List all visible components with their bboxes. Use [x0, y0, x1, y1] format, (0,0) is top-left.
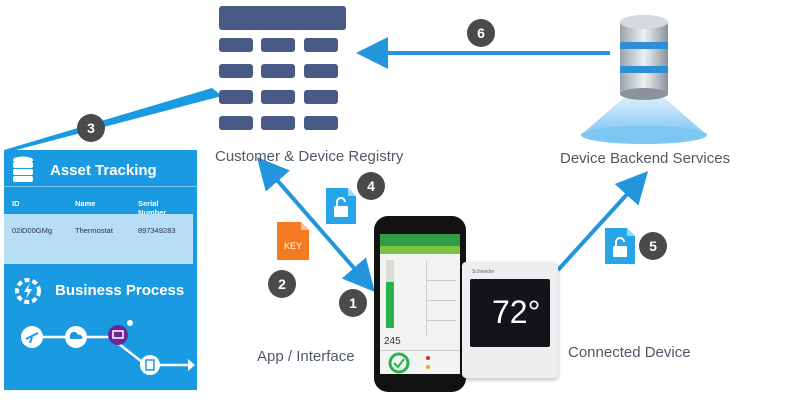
backend-label: Device Backend Services	[560, 150, 731, 167]
thermostat-brand: Schneider	[472, 269, 495, 275]
phone-screen: 245	[380, 234, 460, 374]
business-process-title: Business Process	[55, 282, 185, 299]
lock-icon-device	[605, 228, 635, 264]
cell-id: 02iD00GMg	[12, 226, 53, 235]
step-badge-3: 3	[77, 114, 105, 142]
database-icon	[581, 15, 707, 144]
step-badge-4: 4	[357, 172, 385, 200]
cell-name: Thermostat	[75, 226, 113, 235]
lock-icon	[326, 188, 356, 224]
step-badge-5: 5	[639, 232, 667, 260]
process-flow-icons	[21, 320, 195, 375]
database-icon	[13, 156, 33, 182]
phone-reading: 245	[384, 336, 401, 347]
device-label: Connected Device	[568, 344, 691, 361]
key-icon: KEY	[277, 222, 309, 260]
registry-to-asset-connector	[4, 88, 222, 150]
asset-tracking-title: Asset Tracking	[50, 162, 157, 179]
asset-tracking-panel	[4, 150, 197, 390]
app-label: App / Interface	[257, 348, 355, 365]
arrow-5	[556, 171, 649, 272]
step-badge-1: 1	[339, 289, 367, 317]
thermostat-temperature: 72°	[492, 294, 541, 330]
column-serial: Serial Number	[138, 199, 167, 217]
smartphone: 245	[374, 216, 466, 392]
step-badge-2: 2	[268, 270, 296, 298]
column-id: ID	[12, 199, 20, 208]
table-row	[4, 214, 193, 264]
thermostat-screen	[470, 279, 550, 347]
key-label: KEY	[283, 241, 302, 251]
column-name: Name	[75, 199, 96, 208]
registry-label: Customer & Device Registry	[215, 148, 404, 165]
gear-bolt-icon	[15, 278, 41, 304]
cell-serial: 897349283	[138, 226, 176, 235]
arrow-registry-phone	[256, 156, 375, 293]
step-badge-6: 6	[467, 19, 495, 47]
